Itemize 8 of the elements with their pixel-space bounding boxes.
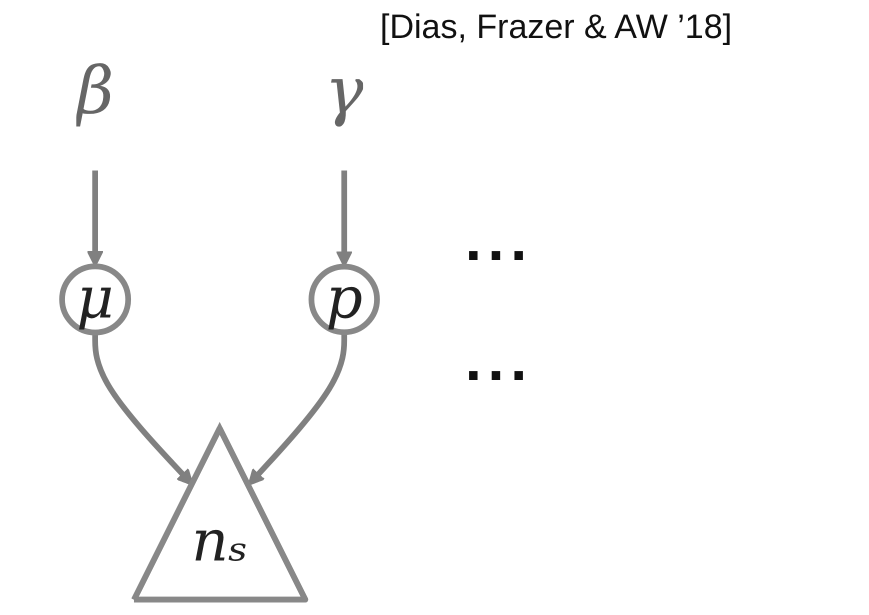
node-text: β bbox=[76, 54, 114, 130]
citation-text: [Dias, Frazer & AW ’18] bbox=[380, 8, 732, 47]
node-text: γ bbox=[324, 54, 364, 130]
arrow bbox=[248, 332, 348, 486]
ellipsis-mark: ... bbox=[465, 330, 534, 390]
node-circle: p bbox=[308, 264, 380, 336]
node-circle: μ bbox=[59, 263, 132, 336]
ellipsis-mark: ... bbox=[465, 210, 534, 270]
